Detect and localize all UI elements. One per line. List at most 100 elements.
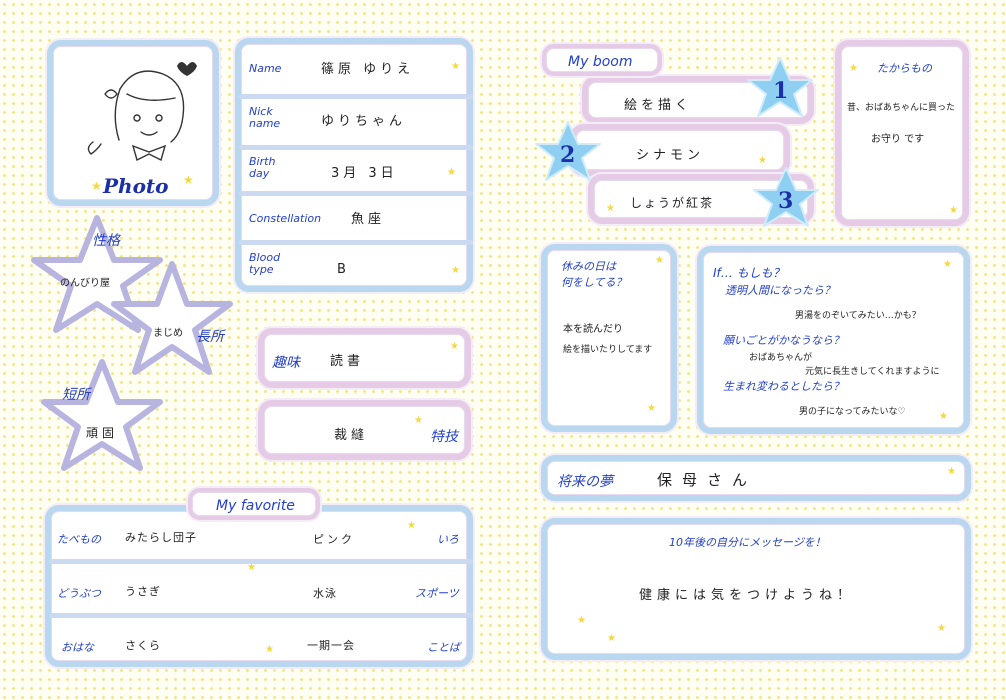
strength-star-shape (111, 261, 233, 375)
birthday-value: 3月 3日 (331, 166, 398, 181)
star-icon: ★ (607, 633, 616, 644)
divider (49, 613, 473, 618)
myboom-title: My boom (568, 54, 633, 70)
favorite-sport-label: スポーツ (415, 587, 459, 600)
rank3-number: 3 (778, 188, 794, 214)
personality-title: 性格 (92, 233, 120, 249)
personality-star-shape (31, 215, 163, 333)
favorite-color-value: ピンク (313, 533, 355, 546)
dream-panel: 将来の夢 保母さん ★ (541, 455, 971, 501)
holiday-line-1: 本を読んだり (563, 324, 623, 335)
name-label: Name (249, 62, 282, 75)
star-icon: ★ (758, 155, 767, 166)
myboom-item-2: シナモン (636, 148, 705, 163)
holiday-line-2: 絵を描いたりしてます (563, 345, 653, 355)
divider (49, 559, 473, 564)
skill-label: 特技 (430, 429, 458, 445)
bloodtype-label: Blood type (249, 251, 281, 276)
weakness-star-shape (41, 359, 163, 471)
message-title: 10年後の自分にメッセージを！ (669, 536, 826, 549)
treasure-line-2: お守り です (871, 134, 925, 145)
favorite-sport-value: 水泳 (313, 587, 337, 600)
skill-value: 裁縫 (334, 428, 369, 443)
star-icon: ★ (451, 61, 460, 72)
star-icon: ★ (407, 520, 416, 531)
constellation-value: 魚座 (351, 212, 386, 227)
nickname-value: ゆりちゃん (321, 114, 407, 129)
favorite-panel: たべもの みたらし団子 ピンク いろ どうぶつ うさぎ 水泳 スポーツ おはな … (45, 505, 473, 667)
treasure-line-1: 昔、おばあちゃんに買った (847, 103, 956, 113)
personality-value: のんびり屋 (60, 278, 110, 289)
favorite-title-tab: My favorite (188, 488, 320, 520)
if-question-2: 願いごとがかなうなら？ (723, 334, 844, 347)
favorite-animal-value: うさぎ (125, 585, 161, 598)
favorite-word-label: ことば (427, 641, 460, 654)
star-icon: ★ (606, 203, 615, 214)
if-answer-2b: 元気に長生きしてくれますように (805, 367, 940, 377)
star-icon: ★ (247, 562, 256, 573)
if-question-3: 生まれ変わるとしたら？ (723, 380, 844, 393)
holiday-panel: 休みの日は 何をしてる？ 本を読んだり 絵を描いたりしてます ★ ★ (541, 244, 677, 432)
favorite-title: My favorite (216, 498, 295, 514)
myboom-stars (535, 57, 819, 227)
divider (239, 191, 473, 196)
favorite-food-value: みたらし団子 (125, 531, 197, 544)
if-answer-3: 男の子になってみたいな♡ (799, 407, 906, 417)
star-icon: ★ (183, 173, 194, 187)
message-panel: 10年後の自分にメッセージを！ 健康には気をつけようね！ ★ ★ ★ (541, 518, 971, 660)
constellation-label: Constellation (249, 212, 322, 225)
if-answer-2a: おばあちゃんが (749, 353, 813, 363)
rank2-star-icon (535, 121, 601, 181)
nickname-label: Nick name (249, 105, 281, 130)
treasure-panel: たからもの 昔、おばあちゃんに買った お守り です ★ ★ (835, 40, 969, 226)
photo-label: Photo (103, 174, 169, 198)
rank2-number: 2 (560, 142, 576, 168)
if-title: If… もしも？ (713, 266, 785, 280)
favorite-color-label: いろ (437, 533, 459, 546)
weakness-value: 頑固 (86, 426, 119, 440)
myboom-item-3: しょうが紅茶 (630, 196, 715, 210)
skill-panel: 裁縫 特技 ★ (258, 400, 471, 460)
hobby-panel: 趣味 読書 ★ (258, 328, 471, 388)
rank1-star-icon (747, 57, 813, 117)
dream-label: 将来の夢 (557, 474, 613, 490)
favorite-flower-label: おはな (61, 641, 94, 654)
if-panel: If… もしも？ 透明人間になったら？ 男湯をのぞいてみたい…かも？ 願いごとが… (697, 246, 970, 434)
divider (239, 145, 473, 150)
star-icon: ★ (949, 205, 958, 216)
favorite-flower-value: さくら (125, 639, 161, 652)
if-answer-1: 男湯をのぞいてみたい…かも？ (795, 311, 921, 321)
holiday-title-2: 何をしてる？ (561, 276, 627, 289)
favorite-animal-label: どうぶつ (57, 587, 101, 600)
favorite-word-value: 一期一会 (307, 639, 355, 652)
hobby-label: 趣味 (272, 355, 300, 371)
star-icon: ★ (450, 341, 459, 352)
favorite-food-label: たべもの (57, 533, 101, 546)
star-icon: ★ (937, 623, 946, 634)
message-value: 健康には気をつけようね！ (639, 588, 856, 603)
star-icon: ★ (849, 63, 858, 74)
star-icon: ★ (943, 259, 952, 270)
rank3-star-icon (753, 167, 819, 227)
star-icon: ★ (577, 615, 586, 626)
rank1-number: 1 (773, 78, 789, 104)
treasure-title: たからもの (877, 62, 932, 75)
star-icon: ★ (91, 179, 102, 193)
divider (239, 94, 473, 99)
if-question-1: 透明人間になったら？ (725, 284, 835, 297)
personality-stars (31, 215, 233, 471)
birthday-label: Birth day (249, 155, 276, 180)
name-value: 篠原 ゆりえ (321, 62, 415, 77)
star-icon: ★ (447, 167, 456, 178)
star-icon: ★ (414, 415, 423, 426)
star-icon: ★ (655, 255, 664, 266)
star-icon: ★ (451, 265, 460, 276)
dream-value: 保母さん (657, 471, 758, 489)
myboom-title-tab: My boom (542, 44, 662, 76)
strength-value: まじめ (153, 328, 183, 339)
star-icon: ★ (939, 411, 948, 422)
star-icon: ★ (265, 644, 274, 655)
star-icon: ★ (647, 403, 656, 414)
holiday-title-1: 休みの日は (561, 260, 616, 273)
myboom-item-1: 絵を描く (624, 98, 693, 113)
